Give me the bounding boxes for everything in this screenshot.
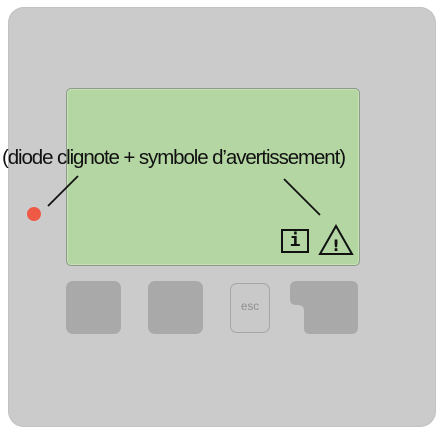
warning-icon-mark: ! xyxy=(332,236,339,255)
esc-button[interactable]: esc xyxy=(230,283,270,333)
button-4[interactable] xyxy=(290,281,358,334)
button-2[interactable] xyxy=(148,281,203,334)
annotation-caption: (diode clignote + symbole d’avertissemen… xyxy=(2,146,346,169)
button-1[interactable] xyxy=(66,281,121,334)
status-led xyxy=(27,207,41,221)
lcd-display xyxy=(66,88,360,266)
info-icon: i xyxy=(281,229,309,253)
warning-icon: ! xyxy=(318,224,354,255)
